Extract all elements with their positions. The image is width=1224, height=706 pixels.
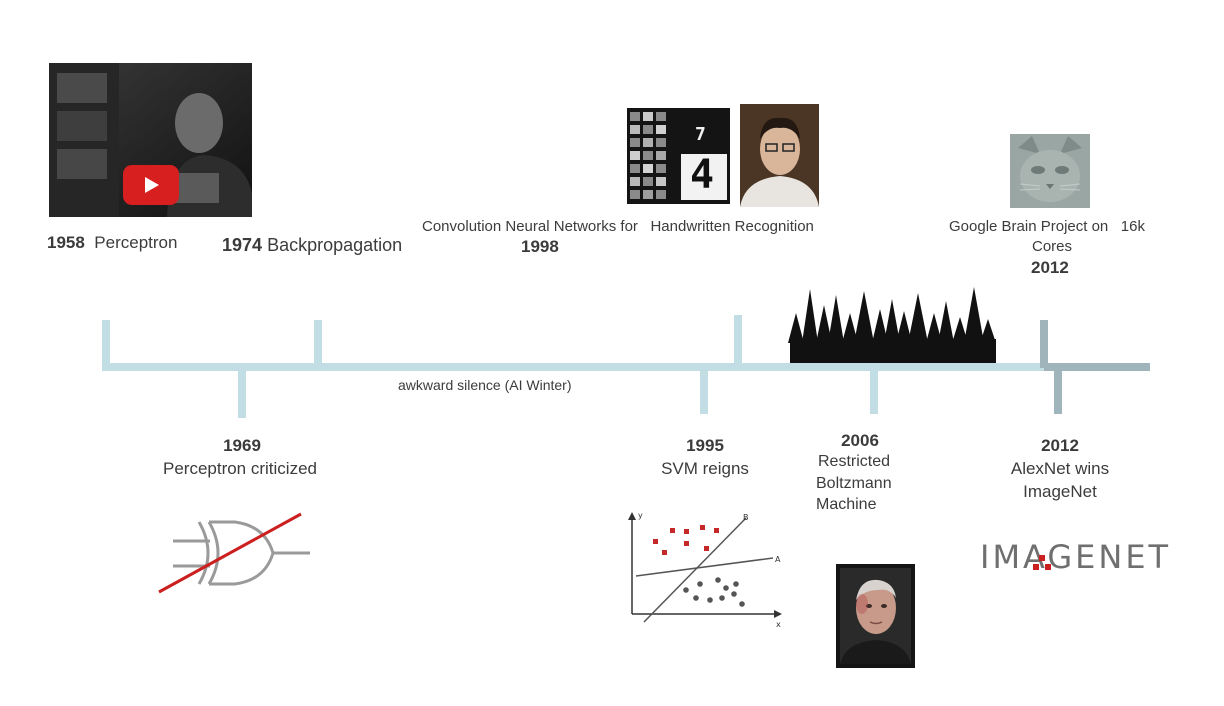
timeline-main-line — [102, 363, 1150, 371]
event-2006-line3: Machine — [816, 496, 877, 513]
event-1974-title: 1974 Backpropagation — [222, 235, 402, 256]
imagenet-logo-mark — [1033, 555, 1051, 570]
svm-scatter-plot: y x A B — [628, 511, 782, 628]
event-1998-year: 1998 — [521, 237, 559, 256]
tick-2006 — [870, 368, 878, 414]
event-1969-year: 1969 — [223, 436, 261, 455]
hinton-portrait — [836, 564, 915, 668]
svm-axis-y-label: y — [638, 511, 643, 520]
ai-winter-label: awkward silence (AI Winter) — [398, 377, 572, 393]
svm-line-b-label: B — [743, 513, 749, 522]
mnist-digit-7: 7 — [695, 124, 706, 145]
mnist-digits-image: 7 4 — [627, 108, 730, 204]
play-icon — [145, 177, 159, 193]
event-2012-alexnet-line2: ImageNet — [1023, 482, 1097, 501]
event-2012-brain-line2: Cores — [1032, 238, 1073, 255]
svm-axis-x-label: x — [776, 620, 781, 628]
google-brain-cat-image — [1010, 134, 1090, 208]
event-1995-label: SVM reigns — [661, 459, 749, 478]
event-1958-label: Perceptron — [94, 233, 178, 252]
hinton-photo — [836, 564, 915, 668]
event-2012-brain-line1b: 16k — [1120, 218, 1145, 235]
event-2012-alexnet-year: 2012 — [1041, 436, 1079, 455]
event-2012-brain-year: 2012 — [1031, 258, 1069, 277]
tick-2012-bottom — [1054, 368, 1062, 414]
event-2012-brain-line1: Google Brain Project on — [949, 218, 1109, 235]
event-2006-line1: Restricted — [818, 453, 891, 470]
event-2006-line2: Boltzmann — [816, 475, 892, 492]
mnist-feature-maps — [627, 108, 730, 204]
tick-1969 — [238, 368, 246, 418]
tick-2012-top — [1040, 320, 1048, 368]
event-1974-year: 1974 — [222, 235, 263, 255]
event-2012-alexnet-line1: AlexNet wins — [1010, 459, 1110, 478]
imagenet-logo: IMAGENET — [980, 538, 1172, 576]
xor-gate-crossed-icon — [158, 512, 310, 594]
tick-1958 — [102, 320, 110, 368]
perceptron-video-thumbnail[interactable] — [49, 63, 252, 217]
tick-1998 — [734, 315, 742, 365]
event-1958-year: 1958 — [47, 233, 85, 252]
tick-1974 — [314, 320, 322, 368]
event-1998-title: Convolution Neural Networks for Handwrit… — [422, 218, 814, 235]
event-1998-line1: Convolution Neural Networks for — [422, 218, 638, 235]
event-1974-label: Backpropagation — [267, 235, 403, 255]
svm-line-a-label: A — [775, 555, 781, 564]
forest-silhouette — [788, 287, 996, 363]
event-1995-year: 1995 — [686, 436, 724, 455]
lecun-photo — [740, 104, 819, 207]
tick-1995 — [700, 368, 708, 414]
mnist-digit-4: 4 — [690, 152, 715, 198]
event-1998-line1b: Handwritten Recognition — [650, 218, 814, 235]
cat-face-feature — [1010, 134, 1090, 208]
lecun-portrait — [740, 104, 819, 207]
event-2012-brain-title: Google Brain Project on 16k — [949, 218, 1145, 235]
event-1969-label: Perceptron criticized — [162, 459, 317, 478]
event-2006-year: 2006 — [841, 431, 879, 450]
timeline-end-line — [1044, 363, 1150, 371]
event-1958-title: 1958 Perceptron — [47, 233, 177, 253]
play-button[interactable] — [123, 165, 179, 205]
